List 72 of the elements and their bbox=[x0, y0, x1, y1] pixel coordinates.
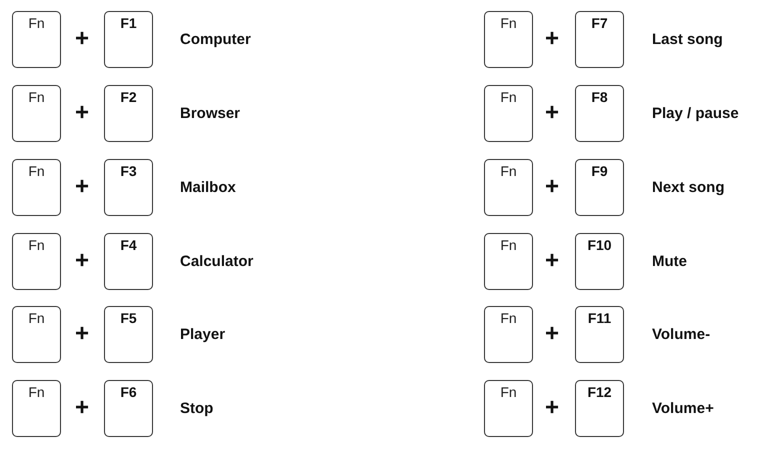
keyboard-key bbox=[12, 85, 61, 142]
keyboard-key bbox=[484, 306, 533, 363]
key-label: F6 bbox=[120, 384, 137, 400]
keyboard-key bbox=[104, 306, 153, 363]
plus-sign: + bbox=[545, 322, 560, 346]
keyboard-key bbox=[104, 85, 153, 142]
key-label: F5 bbox=[120, 310, 137, 326]
key-label: Fn bbox=[28, 237, 45, 253]
key-label: Fn bbox=[500, 163, 517, 179]
key-label: Fn bbox=[28, 89, 45, 105]
plus-sign: + bbox=[75, 396, 90, 420]
key-label: F2 bbox=[120, 89, 137, 105]
key-label: F8 bbox=[591, 89, 608, 105]
function-label: Browser bbox=[180, 105, 240, 123]
keyboard-key bbox=[104, 380, 153, 437]
keyboard-key bbox=[12, 380, 61, 437]
keyboard-key bbox=[484, 159, 533, 216]
function-label: Mailbox bbox=[180, 179, 236, 197]
keyboard-key bbox=[12, 11, 61, 68]
keyboard-key bbox=[12, 233, 61, 290]
function-label: Last song bbox=[652, 31, 723, 49]
keyboard-key bbox=[575, 11, 624, 68]
plus-sign: + bbox=[75, 249, 90, 273]
function-label: Next song bbox=[652, 179, 725, 197]
key-label: F11 bbox=[588, 310, 612, 326]
keyboard-key bbox=[104, 11, 153, 68]
function-label: Player bbox=[180, 326, 226, 344]
key-label: F10 bbox=[587, 237, 612, 253]
keyboard-key bbox=[575, 85, 624, 142]
key-label: Fn bbox=[500, 310, 517, 326]
key-label: F4 bbox=[120, 237, 137, 253]
plus-sign: + bbox=[75, 175, 90, 199]
key-label: F9 bbox=[591, 163, 608, 179]
plus-sign: + bbox=[75, 27, 90, 51]
plus-sign: + bbox=[545, 101, 560, 125]
keyboard-key bbox=[575, 380, 624, 437]
function-label: Volume+ bbox=[652, 400, 714, 418]
keyboard-key bbox=[575, 159, 624, 216]
keyboard-key bbox=[104, 159, 153, 216]
keyboard-key bbox=[12, 306, 61, 363]
function-label: Calculator bbox=[180, 253, 254, 271]
keyboard-key bbox=[484, 11, 533, 68]
plus-sign: + bbox=[75, 101, 90, 125]
plus-sign: + bbox=[545, 27, 560, 51]
key-label: F3 bbox=[120, 163, 137, 179]
key-label: Fn bbox=[28, 310, 45, 326]
keyboard-key bbox=[575, 306, 624, 363]
function-label: Mute bbox=[652, 253, 687, 271]
plus-sign: + bbox=[545, 396, 560, 420]
key-label: Fn bbox=[500, 237, 517, 253]
keyboard-key bbox=[575, 233, 624, 290]
function-label: Computer bbox=[180, 31, 251, 49]
keyboard-key bbox=[12, 159, 61, 216]
keyboard-key bbox=[104, 233, 153, 290]
key-label: F1 bbox=[120, 15, 137, 31]
function-label: Volume- bbox=[652, 326, 710, 344]
plus-sign: + bbox=[545, 175, 560, 199]
plus-sign: + bbox=[545, 249, 560, 273]
key-label: Fn bbox=[28, 384, 45, 400]
keyboard-key bbox=[484, 380, 533, 437]
function-label: Play / pause bbox=[652, 105, 739, 123]
function-label: Stop bbox=[180, 400, 214, 418]
key-label: Fn bbox=[500, 89, 517, 105]
keyboard-key bbox=[484, 233, 533, 290]
key-label: Fn bbox=[28, 15, 45, 31]
keyboard-key bbox=[484, 85, 533, 142]
key-label: F7 bbox=[591, 15, 608, 31]
key-label: Fn bbox=[500, 15, 517, 31]
plus-sign: + bbox=[75, 322, 90, 346]
key-label: F12 bbox=[587, 384, 612, 400]
key-label: Fn bbox=[500, 384, 517, 400]
key-label: Fn bbox=[28, 163, 45, 179]
